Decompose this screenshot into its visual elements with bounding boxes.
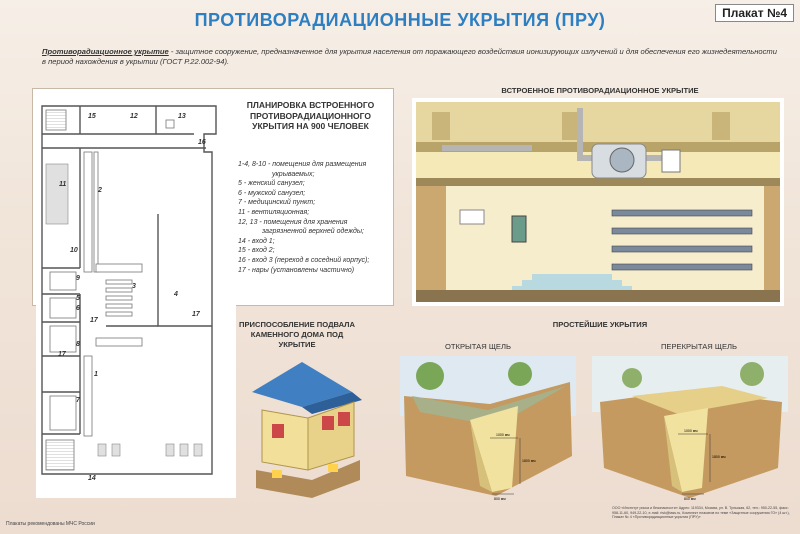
- room-label: 10: [70, 247, 78, 254]
- legend-item: 1-4, 8-10 - помещения для размещения: [238, 161, 367, 168]
- covered-trench-top-width: 1000 мм: [684, 429, 698, 433]
- covered-trench-illustration: 1000 мм 1800 мм 800 мм: [592, 356, 788, 501]
- definition-text: Противорадиационное укрытие - защитное с…: [42, 47, 782, 67]
- room-label: 4: [173, 291, 178, 298]
- room-label: 2: [97, 187, 102, 194]
- room-label: 15: [88, 113, 96, 120]
- plakat-number-badge: Плакат №4: [715, 4, 794, 22]
- legend-item: 12, 13 - помещения для хранения: [238, 218, 348, 226]
- floor-plan-drawing: 15 12 13 16 11 2 10 9 3 4 5 6 17 17 8 17…: [36, 94, 236, 498]
- legend-item: 14 - вход 1;: [238, 237, 275, 245]
- publisher-contact: ООО «Институт риска и безопасности» Адре…: [612, 506, 790, 520]
- legend-item: 17 - нары (установлены частично): [238, 266, 355, 274]
- open-trench-illustration: 1000 мм 1800 мм 800 мм: [400, 356, 576, 501]
- poster-title: ПРОТИВОРАДИАЦИОННЫЕ УКРЫТИЯ (ПРУ): [194, 10, 606, 30]
- legend-item: укрываемых;: [272, 170, 315, 178]
- builtin-shelter-illustration: [412, 98, 784, 306]
- room-label: 17: [90, 317, 99, 324]
- room-label: 12: [130, 113, 138, 120]
- legend-item: 5 - женский санузел;: [238, 180, 305, 188]
- open-trench-depth: 1800 мм: [522, 459, 536, 463]
- footnote: Плакаты рекомендованы МЧС России: [6, 521, 95, 527]
- room-label: 13: [178, 113, 186, 120]
- room-label: 11: [59, 181, 66, 188]
- open-trench-bottom-width: 800 мм: [494, 497, 506, 501]
- room-label: 6: [76, 305, 80, 312]
- room-label: 3: [132, 283, 136, 290]
- open-trench-heading: ОТКРЫТАЯ ЩЕЛЬ: [445, 342, 511, 351]
- legend-item: 15 - вход 2;: [238, 247, 275, 255]
- room-label: 7: [76, 397, 81, 404]
- room-label: 17: [192, 311, 201, 318]
- room-label: 5: [76, 295, 80, 302]
- definition-term: Противорадиационное укрытие: [42, 47, 169, 56]
- room-label: 16: [198, 139, 206, 146]
- plan-title: ПЛАНИРОВКА ВСТРОЕННОГО ПРОТИВОРАДИАЦИОНН…: [246, 100, 375, 131]
- basement-shelter-illustration: [252, 362, 362, 498]
- covered-trench-bottom-width: 800 мм: [684, 497, 696, 501]
- legend-item: 6 - мужской санузел;: [238, 189, 306, 197]
- room-label: 9: [76, 275, 80, 282]
- covered-trench-heading: ПЕРЕКРЫТАЯ ЩЕЛЬ: [660, 342, 738, 351]
- covered-trench-depth: 1800 мм: [712, 455, 726, 459]
- definition-body: - защитное сооружение, предназначенное д…: [42, 47, 777, 66]
- legend-item: 16 - вход 3 (переход в соседний корпус);: [238, 256, 370, 264]
- builtin-shelter-heading: ВСТРОЕННОЕ ПРОТИВОРАДИАЦИОННОЕ УКРЫТИЕ: [501, 86, 699, 95]
- basement-shelter-heading: ПРИСПОСОБЛЕНИЕ ПОДВАЛА КАМЕННОГО ДОМА ПО…: [239, 320, 355, 349]
- room-label: 1: [94, 371, 98, 378]
- room-label: 14: [88, 475, 96, 482]
- legend-item: 11 - вентиляционная;: [238, 208, 310, 216]
- open-trench-top-width: 1000 мм: [496, 433, 510, 437]
- room-label: 17: [58, 351, 67, 358]
- legend-item: 7 - медицинский пункт;: [238, 199, 316, 207]
- legend-item: загрязненной верхней одежды;: [262, 228, 365, 236]
- plan-legend: 1-4, 8-10 - помещения для размещения укр…: [238, 160, 388, 275]
- room-label: 8: [76, 341, 80, 348]
- simple-shelters-heading: ПРОСТЕЙШИЕ УКРЫТИЯ: [552, 320, 648, 329]
